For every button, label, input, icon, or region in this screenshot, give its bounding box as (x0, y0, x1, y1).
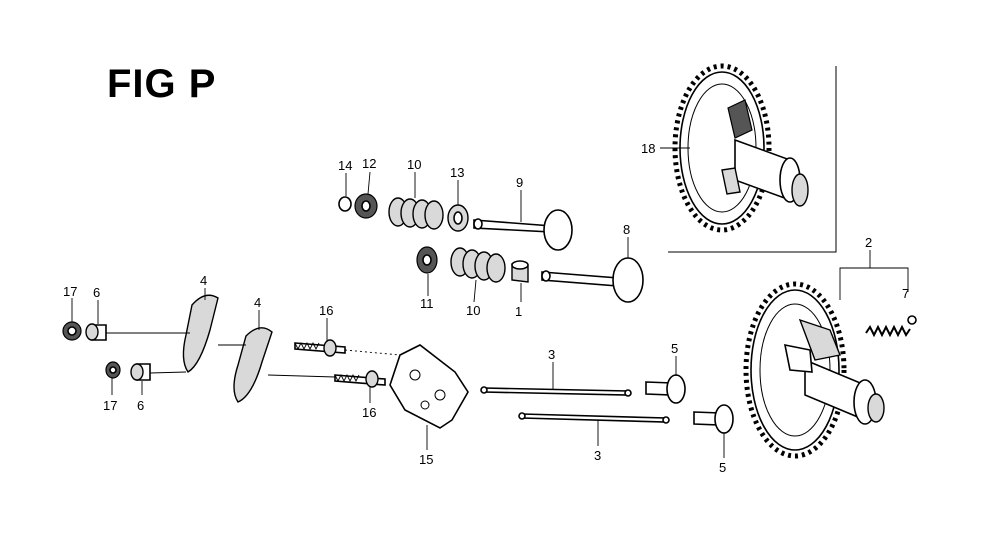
retainer-11[interactable] (416, 246, 438, 274)
rocker-arm-4-right[interactable] (233, 327, 273, 403)
nut-17-lower[interactable] (105, 361, 121, 379)
callout-17: 17 (63, 284, 77, 299)
callout-18: 18 (641, 141, 655, 156)
callout-8: 8 (623, 222, 630, 237)
stud-16-upper[interactable] (294, 339, 346, 357)
callout-3: 3 (548, 347, 555, 362)
retainer-12[interactable] (354, 193, 378, 219)
stud-16-lower[interactable] (334, 370, 386, 388)
tappet-5-lower[interactable] (693, 404, 734, 434)
callout-6: 6 (137, 398, 144, 413)
camshaft-inset-18[interactable] (672, 63, 809, 233)
valve-spring-10-lower[interactable] (450, 247, 506, 283)
figure-title: FIG P (107, 62, 217, 106)
pushrod-3-upper[interactable] (480, 386, 632, 397)
guide-plate-15[interactable] (389, 344, 469, 429)
callout-17: 17 (103, 398, 117, 413)
valve-spring-10-upper[interactable] (388, 197, 444, 230)
callout-11: 11 (420, 296, 434, 311)
seal-13[interactable] (447, 204, 469, 232)
callout-5: 5 (671, 341, 678, 356)
leader-lines (71, 147, 909, 458)
pushrod-3-lower[interactable] (518, 412, 670, 424)
callout-10: 10 (466, 303, 480, 318)
callout-labels: 1 2 3 3 4 4 5 5 6 6 7 8 9 10 10 11 12 13… (63, 141, 909, 475)
inset-frame (668, 66, 837, 253)
tappet-5-upper[interactable] (645, 374, 686, 404)
callout-2: 2 (865, 235, 872, 250)
callout-12: 12 (362, 156, 376, 171)
exhaust-valve-9[interactable] (473, 209, 573, 251)
callout-4: 4 (200, 273, 207, 288)
callout-16: 16 (319, 303, 333, 318)
callout-13: 13 (450, 165, 464, 180)
pivot-6-upper[interactable] (85, 323, 107, 341)
callout-10: 10 (407, 157, 421, 172)
callout-3: 3 (594, 448, 601, 463)
cotter-14[interactable] (338, 196, 352, 212)
callout-1: 1 (515, 304, 522, 319)
callout-16: 16 (362, 405, 376, 420)
callout-7: 7 (902, 286, 909, 301)
callout-9: 9 (516, 175, 523, 190)
callout-6: 6 (93, 285, 100, 300)
rocker-arm-4-left[interactable] (182, 294, 219, 373)
pivot-6-lower[interactable] (130, 363, 151, 381)
callout-14: 14 (338, 158, 352, 173)
callout-15: 15 (419, 452, 433, 467)
nut-17-upper[interactable] (62, 321, 82, 341)
camshaft-assembly-2[interactable] (743, 281, 885, 459)
callout-5: 5 (719, 460, 726, 475)
valve-seal-1[interactable] (511, 260, 529, 283)
spring-7[interactable] (865, 315, 917, 338)
callout-4: 4 (254, 295, 261, 310)
intake-valve-8[interactable] (541, 257, 644, 303)
